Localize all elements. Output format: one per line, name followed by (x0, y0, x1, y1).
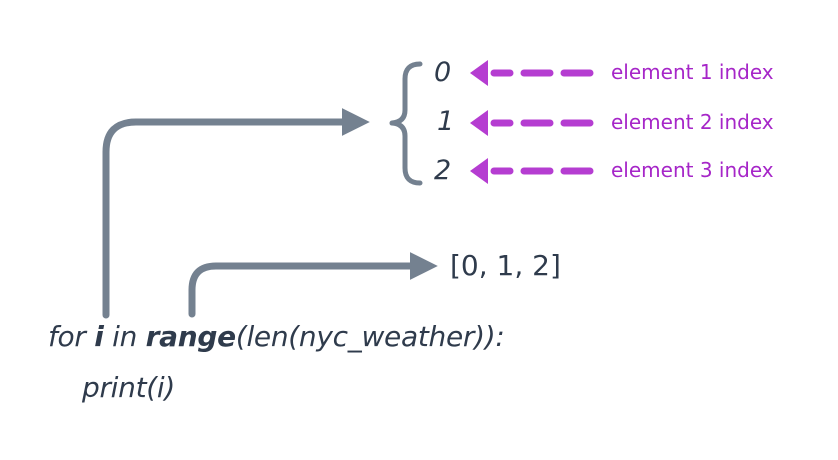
indices-brace (389, 61, 423, 186)
i-to-indices-arrow (102, 108, 370, 319)
label-arrow-2 (470, 110, 594, 136)
index-label-3: element 3 index (611, 158, 774, 182)
code-for-keyword: for (48, 320, 95, 353)
index-value-2: 2 (434, 155, 452, 186)
range-to-output-arrow (188, 252, 438, 318)
index-value-1: 1 (437, 106, 455, 137)
label-arrow-3 (470, 158, 594, 184)
index-value-0: 0 (434, 57, 452, 88)
code-range-function: range (145, 320, 236, 353)
code-range-args: (len(nyc_weather)): (235, 320, 505, 353)
code-line-for: for i in range(len(nyc_weather)): (48, 320, 505, 353)
range-output: [0, 1, 2] (450, 249, 561, 282)
code-in-keyword: in (103, 320, 146, 353)
code-line-print: print(i) (82, 371, 176, 404)
index-label-1: element 1 index (611, 60, 774, 84)
index-label-2: element 2 index (611, 110, 774, 134)
code-loop-variable: i (94, 320, 104, 353)
label-arrow-1 (470, 60, 594, 86)
